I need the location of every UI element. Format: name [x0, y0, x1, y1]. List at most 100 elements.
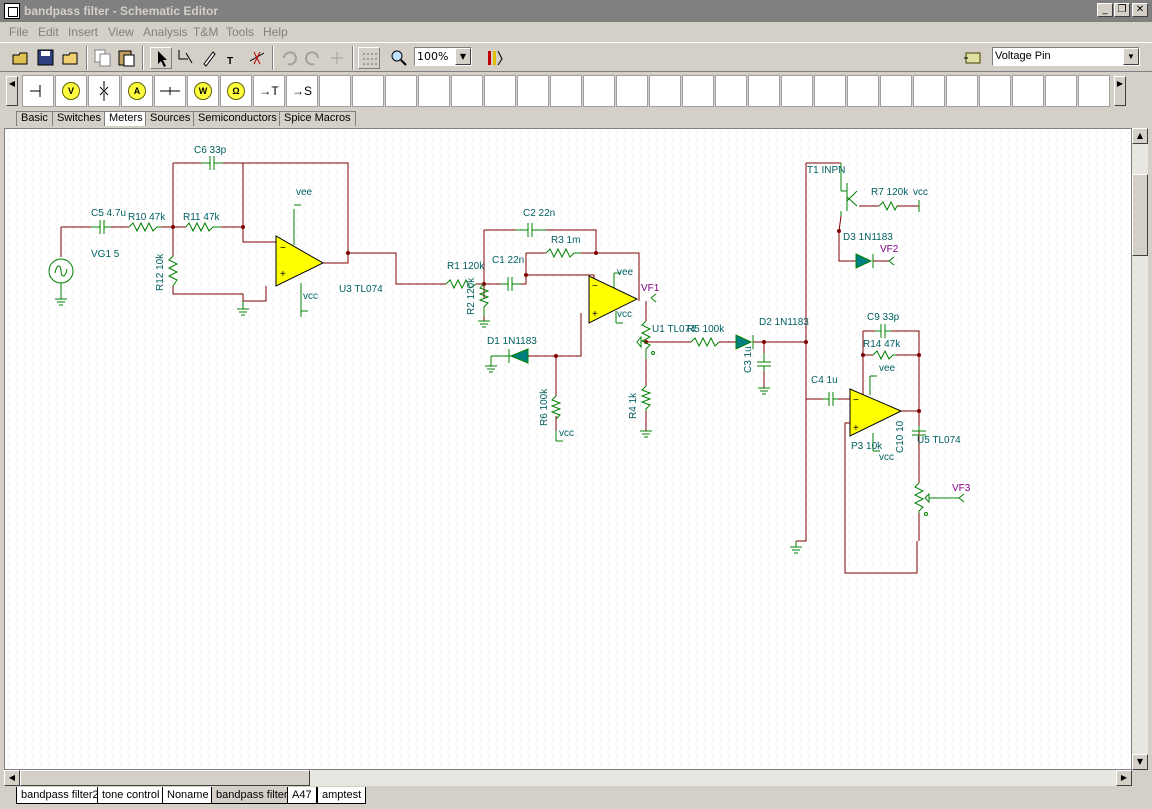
palette-empty-slot[interactable]: [616, 75, 648, 107]
palette-ohmmeter-icon[interactable]: Ω: [220, 75, 252, 107]
palette-wattmeter-icon[interactable]: W: [187, 75, 219, 107]
add-component-icon[interactable]: [326, 47, 348, 69]
palette-empty-slot[interactable]: [517, 75, 549, 107]
palette-empty-slot[interactable]: [451, 75, 483, 107]
horizontal-scroll-thumb[interactable]: [20, 770, 310, 786]
tab-switches[interactable]: Switches: [52, 111, 107, 126]
schematic-canvas[interactable]: − + − + − + C6 33p vee C5 4.7u R10 47k R…: [4, 128, 1132, 770]
palette-empty-slot[interactable]: [649, 75, 681, 107]
palette-empty-slot[interactable]: [748, 75, 780, 107]
label-r7: R7 120k: [871, 187, 909, 198]
svg-text:−: −: [853, 395, 859, 406]
delete-wire-icon[interactable]: [246, 47, 268, 69]
svg-text:−: −: [280, 243, 286, 254]
component-probe-icon[interactable]: [484, 47, 506, 69]
menu-help[interactable]: Help: [263, 25, 288, 39]
vertical-scroll-thumb[interactable]: [1132, 174, 1148, 256]
copy-icon[interactable]: [92, 47, 114, 69]
label-d3: D3 1N1183: [843, 232, 893, 243]
doc-tab-bandpass-filter2[interactable]: bandpass filter2: [16, 787, 104, 804]
chevron-down-icon[interactable]: ▼: [455, 48, 471, 65]
palette-empty-slot[interactable]: [319, 75, 351, 107]
palette-empty-slot[interactable]: [946, 75, 978, 107]
palette-scroll-right-icon[interactable]: ▶: [1114, 76, 1126, 106]
menu-view[interactable]: View: [108, 25, 134, 39]
grid-toggle-icon[interactable]: [358, 47, 380, 69]
horizontal-scrollbar[interactable]: ◀ ▶: [4, 770, 1132, 786]
scroll-right-icon[interactable]: ▶: [1116, 770, 1132, 786]
palette-empty-slot[interactable]: [1012, 75, 1044, 107]
label-r10: R10 47k: [128, 212, 166, 223]
redo-icon[interactable]: [302, 47, 324, 69]
vertical-scrollbar[interactable]: ▲ ▼: [1132, 128, 1148, 770]
doc-tab-a47[interactable]: A47: [287, 787, 317, 804]
doc-tab-bandpass-filter[interactable]: bandpass filter: [211, 787, 293, 804]
app-icon[interactable]: [4, 3, 20, 19]
restore-button[interactable]: ❐: [1114, 3, 1130, 17]
pin-type-combo[interactable]: Voltage Pin ▼: [992, 47, 1140, 66]
palette-empty-slot[interactable]: [814, 75, 846, 107]
palette-open-switch-icon[interactable]: [88, 75, 120, 107]
open-file-icon[interactable]: [60, 47, 82, 69]
title-bar: bandpass filter - Schematic Editor _ ❐ ✕: [0, 0, 1152, 22]
text-tool-icon[interactable]: T: [222, 47, 244, 69]
palette-pin-s[interactable]: →S: [286, 75, 318, 107]
palette-empty-slot[interactable]: [385, 75, 417, 107]
undo-icon[interactable]: [278, 47, 300, 69]
wire-tool-icon[interactable]: [174, 47, 196, 69]
pencil-icon[interactable]: [198, 47, 220, 69]
menu-insert[interactable]: Insert: [68, 25, 99, 39]
zoom-icon[interactable]: [388, 47, 410, 69]
scroll-down-icon[interactable]: ▼: [1132, 754, 1148, 770]
doc-tab-tone-control[interactable]: tone control: [97, 787, 165, 804]
palette-wire-icon[interactable]: [154, 75, 186, 107]
palette-pin-t[interactable]: →T: [253, 75, 285, 107]
palette-empty-slot[interactable]: [1045, 75, 1077, 107]
tab-spice-macros[interactable]: Spice Macros: [279, 111, 356, 126]
palette-empty-slot[interactable]: [583, 75, 615, 107]
chevron-down-icon[interactable]: ▼: [1123, 48, 1139, 65]
palette-voltmeter-icon[interactable]: V: [55, 75, 87, 107]
palette-empty-slot[interactable]: [352, 75, 384, 107]
doc-tab-amptest[interactable]: amptest: [317, 787, 367, 804]
palette-ground-icon[interactable]: [22, 75, 54, 107]
palette-empty-slot[interactable]: [781, 75, 813, 107]
palette-scroll-left-icon[interactable]: ◀: [6, 76, 18, 106]
open-folder-icon[interactable]: [10, 47, 32, 69]
paste-icon[interactable]: [116, 47, 138, 69]
pin-tool-icon[interactable]: [962, 47, 984, 69]
menu-file[interactable]: File: [9, 25, 29, 39]
zoom-combo[interactable]: 100% ▼: [414, 47, 472, 66]
palette-empty-slot[interactable]: [715, 75, 747, 107]
palette-ammeter-icon[interactable]: A: [121, 75, 153, 107]
palette-empty-slot[interactable]: [913, 75, 945, 107]
menu-tm[interactable]: T&M: [193, 25, 219, 39]
palette-empty-slot[interactable]: [847, 75, 879, 107]
menu-tools[interactable]: Tools: [226, 25, 255, 39]
tab-meters[interactable]: Meters: [104, 111, 148, 126]
scroll-up-icon[interactable]: ▲: [1132, 128, 1148, 144]
minimize-button[interactable]: _: [1097, 3, 1113, 17]
labels: C6 33p vee C5 4.7u R10 47k R11 47k VG1 5…: [91, 145, 961, 463]
palette-empty-slot[interactable]: [418, 75, 450, 107]
tab-semiconductors[interactable]: Semiconductors: [193, 111, 282, 126]
scroll-left-icon[interactable]: ◀: [4, 770, 20, 786]
save-icon[interactable]: [35, 47, 57, 69]
palette-empty-slot[interactable]: [550, 75, 582, 107]
menu-edit[interactable]: Edit: [38, 25, 59, 39]
palette-empty-slot[interactable]: [880, 75, 912, 107]
window-title: bandpass filter - Schematic Editor: [24, 4, 219, 18]
palette-empty-slot[interactable]: [484, 75, 516, 107]
palette-empty-slot[interactable]: [979, 75, 1011, 107]
tab-sources[interactable]: Sources: [145, 111, 196, 126]
palette-empty-slot[interactable]: [682, 75, 714, 107]
zoom-value: 100%: [417, 50, 449, 63]
doc-tab-noname[interactable]: Noname: [162, 787, 214, 804]
schematic-drawing[interactable]: − + − + − + C6 33p vee C5 4.7u R10 47k R…: [5, 129, 1132, 770]
palette-empty-slot[interactable]: [1078, 75, 1110, 107]
menu-analysis[interactable]: Analysis: [143, 25, 188, 39]
component-tabs: Basic Switches Meters Sources Semiconduc…: [0, 108, 1152, 128]
select-arrow-icon[interactable]: [150, 47, 172, 69]
tab-basic[interactable]: Basic: [16, 111, 53, 126]
close-button[interactable]: ✕: [1132, 3, 1148, 17]
